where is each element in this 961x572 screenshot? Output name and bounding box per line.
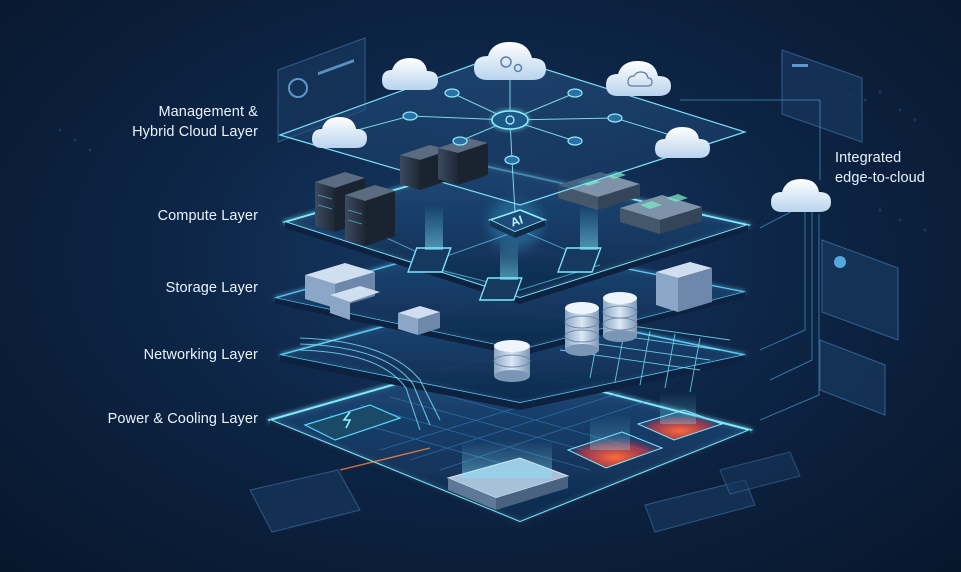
layer-label-power-cooling: Power & Cooling Layer <box>108 409 258 429</box>
compute-server-racks-left <box>315 172 395 246</box>
layer-label-networking: Networking Layer <box>144 345 258 365</box>
processor-chip-bottom <box>478 240 523 301</box>
storage-array-left <box>305 263 380 320</box>
network-node-icons <box>402 88 623 165</box>
layer-label-management-line-2: Hybrid Cloud Layer <box>132 124 258 140</box>
layer-label-storage-line-1: Storage Layer <box>165 280 258 296</box>
dashboard-panel-right-lower <box>819 339 886 416</box>
callout-line-2: edge-to-cloud <box>835 170 925 186</box>
cloud-icon-right <box>655 127 710 158</box>
cooling-heat-panel-right <box>636 392 724 441</box>
cloud-icon-upper-left <box>382 58 438 90</box>
dashboard-panel-top-right <box>781 49 863 143</box>
layer-label-compute-line-1: Compute Layer <box>157 208 258 224</box>
network-hub-icon <box>491 110 529 130</box>
storage-disk-stack-right <box>602 292 638 342</box>
power-module-icon <box>303 404 402 441</box>
storage-rack-right <box>656 262 712 312</box>
cloud-icon-top-center <box>474 42 546 80</box>
cloud-icon-left <box>312 117 367 148</box>
cooling-server-bank-icon <box>446 440 570 510</box>
processor-chip-right <box>557 205 602 273</box>
cloud-icon-upper-right <box>606 61 671 96</box>
dashboard-panel-bottom-right <box>644 451 801 533</box>
background-map <box>58 88 927 232</box>
layer-label-networking-line-1: Networking Layer <box>143 347 258 363</box>
power-cooling-layer <box>266 358 754 530</box>
compute-node-cluster-right <box>558 171 702 234</box>
layer-label-power-cooling-line-1: Power & Cooling Layer <box>107 411 258 427</box>
layer-label-management: Management & Hybrid Cloud Layer <box>132 102 258 142</box>
management-cloud-layer <box>278 54 747 213</box>
storage-disk-stack-left <box>564 302 600 356</box>
callout-edge-to-cloud: Integrated edge-to-cloud <box>835 148 925 188</box>
dashboard-panel-bottom-left <box>249 469 361 533</box>
callout-line-1: Integrated <box>835 150 902 166</box>
processor-chip-left <box>407 205 452 273</box>
layer-label-compute: Compute Layer <box>158 206 258 226</box>
ai-chip-label: AI <box>509 213 525 230</box>
ai-chip-icon <box>487 198 548 250</box>
cloud-icons <box>312 42 831 212</box>
cooling-heat-panel-left <box>566 415 664 469</box>
compute-layer: AI <box>281 164 752 304</box>
cloud-icon-edge <box>771 179 831 212</box>
management-server-racks <box>400 138 488 190</box>
dashboard-panel-right-middle <box>821 239 899 341</box>
layer-label-storage: Storage Layer <box>166 278 258 298</box>
storage-box-middle <box>398 306 440 335</box>
layer-label-management-line-1: Management & <box>158 104 258 120</box>
storage-disk-stack-center <box>493 340 531 382</box>
